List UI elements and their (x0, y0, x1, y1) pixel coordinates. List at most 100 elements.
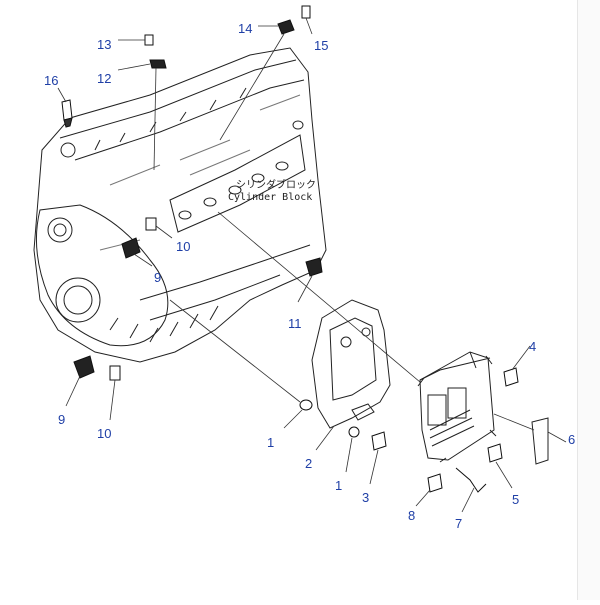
callout-10-lower: 10 (97, 426, 111, 441)
controller-bracket (311, 299, 391, 429)
leader-10-lower (109, 379, 116, 421)
part-13-plug (144, 34, 154, 46)
leader-9-upper (133, 253, 153, 267)
page-edge (577, 0, 600, 600)
callout-4: 4 (529, 339, 536, 354)
port-2 (203, 197, 217, 207)
leader-8 (415, 489, 431, 507)
callout-16: 16 (44, 73, 58, 88)
engine-block-outline (33, 47, 327, 363)
controller-fins (429, 409, 475, 447)
bracket-inner (329, 317, 377, 401)
bracket-hole-2 (361, 327, 371, 337)
leader-3 (369, 449, 379, 485)
leader-11 (297, 275, 313, 303)
part-1-washer-left (299, 399, 313, 411)
part-3-bolt (371, 431, 387, 451)
leader-14-drop (219, 33, 285, 141)
connector-1 (427, 394, 447, 426)
bracket-hole-1 (340, 336, 352, 348)
controller-top-face (419, 351, 491, 381)
label-plate (531, 417, 549, 465)
part-4-bolt (503, 367, 519, 387)
callout-9-lower: 9 (58, 412, 65, 427)
leader-1-left (283, 409, 303, 429)
leader-1-right (345, 437, 353, 473)
part-9-upper-sensor (121, 237, 141, 259)
callout-9-upper: 9 (154, 270, 161, 285)
leader-12-drop (153, 67, 157, 171)
connector-2 (447, 387, 467, 419)
controller-housing (419, 351, 495, 461)
upper-boss-inner (53, 223, 67, 237)
head-ridges (94, 87, 247, 151)
leader-12 (117, 63, 151, 71)
part-5-bolt (487, 443, 503, 463)
leader-7 (461, 487, 475, 513)
leader-15 (305, 17, 313, 35)
port-5 (275, 161, 289, 171)
fill-port (60, 142, 76, 158)
port-1 (178, 210, 192, 220)
part-16-sensor (61, 99, 73, 121)
cylinder-head-top (59, 59, 305, 161)
part-10-upper-bolt (145, 217, 157, 231)
projection-sensor-to-bracket (169, 299, 301, 403)
cylinder-block-label-en: Cylinder Block (228, 192, 312, 203)
callout-2: 2 (305, 456, 312, 471)
callout-1-left: 1 (267, 435, 274, 450)
front-pulley-boss (55, 277, 101, 323)
part-11-sensor (305, 257, 323, 277)
part-8-bolt (427, 473, 443, 493)
callout-7: 7 (455, 516, 462, 531)
leader-lines (57, 17, 567, 513)
bracket-plate (311, 299, 391, 429)
callout-15: 15 (314, 38, 328, 53)
callout-10-upper: 10 (176, 239, 190, 254)
callout-5: 5 (512, 492, 519, 507)
part-15-bolt (301, 5, 311, 19)
part-16-tip (63, 117, 73, 128)
part-9-lower-sensor (73, 355, 95, 379)
leader-5 (495, 461, 513, 489)
callout-8: 8 (408, 508, 415, 523)
port-3 (228, 185, 242, 195)
leader-4 (511, 345, 531, 371)
projection-controller-to-label (493, 413, 535, 431)
block-hatching (99, 94, 301, 251)
callout-6: 6 (568, 432, 575, 447)
leader-2 (315, 425, 335, 451)
part-7-wire (455, 467, 487, 493)
leader-6 (547, 431, 567, 443)
small-parts (61, 5, 519, 493)
lower-crankcase (139, 244, 311, 321)
leader-9-lower (65, 375, 81, 407)
front-pulley-inner (63, 285, 93, 315)
callout-12: 12 (97, 71, 111, 86)
callout-13: 13 (97, 37, 111, 52)
callout-3: 3 (362, 490, 369, 505)
intake-manifold (169, 134, 306, 233)
part-12-sensor (149, 59, 167, 69)
bracket-foot (351, 403, 375, 421)
cylinder-block-label-jp: シリンダブロック (236, 178, 316, 191)
part-14-sensor (277, 19, 295, 35)
port-4 (251, 173, 265, 183)
callout-14: 14 (238, 21, 252, 36)
controller-corner-tabs (417, 355, 497, 463)
port-6 (292, 120, 304, 130)
engine-controller (417, 351, 497, 463)
upper-boss (47, 217, 73, 243)
part-1-washer-right (348, 426, 360, 438)
oil-pan-ribs (109, 305, 219, 343)
leader-16 (57, 87, 67, 103)
callout-1-right: 1 (335, 478, 342, 493)
projection-block-to-controller (217, 211, 421, 383)
part-10-lower-bolt (109, 365, 121, 381)
engine-block-drawing (33, 47, 327, 363)
label-plate-outline (531, 417, 549, 465)
callout-11: 11 (288, 316, 302, 331)
leader-10-upper (155, 225, 173, 239)
